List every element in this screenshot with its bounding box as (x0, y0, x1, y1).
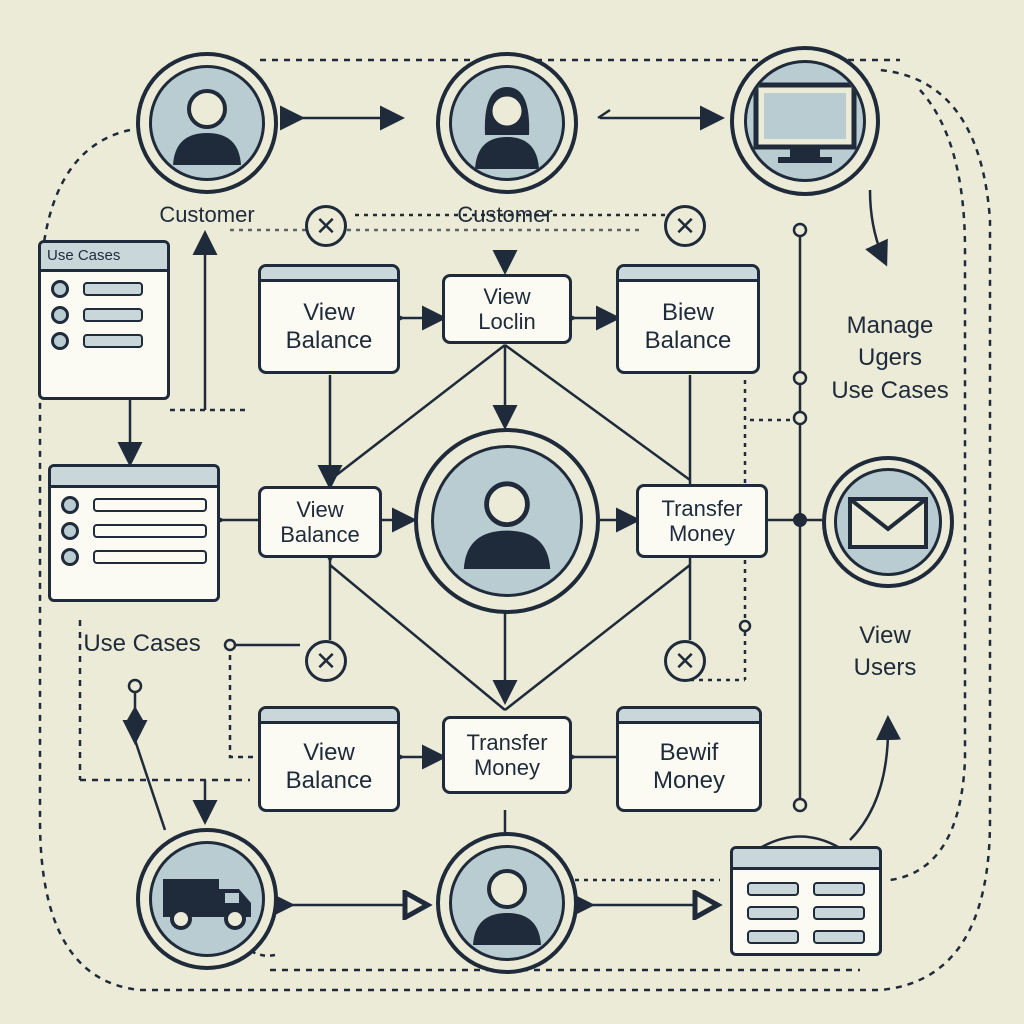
manage-users-label: Manage Ugers Use Cases (820, 310, 960, 407)
person-icon (173, 89, 241, 165)
panel-row[interactable] (61, 548, 207, 566)
radio-icon (51, 280, 69, 298)
label-line: Ugers (857, 344, 923, 372)
person-female-icon (475, 87, 539, 169)
use-cases-panel[interactable]: Use Cases (38, 240, 170, 400)
panel-row[interactable] (61, 522, 207, 540)
box-line-2: Money (668, 521, 736, 546)
close-icon: ✕ (674, 645, 696, 676)
radio-icon (61, 496, 79, 514)
radio-icon (61, 522, 79, 540)
box-line-1: View (303, 738, 355, 766)
box-line-2: Balance (280, 522, 360, 547)
box-line-1: View (483, 283, 531, 309)
x-badge-bottom-right[interactable]: ✕ (664, 640, 706, 682)
customer-label-center: Customer (457, 202, 553, 227)
monitor-node[interactable] (730, 46, 880, 196)
x-badge-top-right[interactable]: ✕ (664, 205, 706, 247)
panel-row[interactable] (51, 306, 157, 324)
truck-node[interactable] (136, 828, 278, 970)
box-line-2: Loclin (478, 309, 536, 334)
envelope-icon (847, 496, 928, 549)
box-line-1: Transfer (466, 729, 548, 755)
bottom-user-node[interactable] (436, 832, 578, 974)
box-line-2: Balance (285, 326, 373, 354)
window-panel-bottom-right[interactable] (730, 846, 882, 956)
x-badge-bottom-left[interactable]: ✕ (305, 640, 347, 682)
panel-row[interactable] (51, 332, 157, 350)
x-badge-top-left[interactable]: ✕ (305, 205, 347, 247)
close-icon: ✕ (315, 645, 337, 676)
use-cases-label: Use Cases (83, 630, 201, 657)
truck-icon (163, 879, 251, 930)
close-icon: ✕ (315, 210, 337, 241)
radio-icon (51, 332, 69, 350)
center-user-node[interactable] (414, 428, 600, 614)
panel-row[interactable] (51, 280, 157, 298)
label-line: Manage (846, 312, 934, 339)
use-cases-panel-title: Use Cases (41, 243, 167, 272)
person-icon (473, 869, 541, 945)
view-users-label: View Users (820, 620, 950, 685)
radio-icon (61, 548, 79, 566)
box-line-1: Transfer (661, 495, 743, 521)
monitor-icon (753, 82, 857, 163)
box-line-2: Money (473, 755, 541, 780)
person-icon (463, 481, 551, 569)
customer-actor-male[interactable] (136, 52, 278, 194)
email-node[interactable] (822, 456, 954, 588)
window-panel-left[interactable] (48, 464, 220, 602)
label-line: View (859, 622, 911, 649)
box-line-1: Biew (661, 298, 714, 326)
close-icon: ✕ (674, 210, 696, 241)
customer-actor-female[interactable] (436, 52, 578, 194)
box-line-2: Balance (285, 766, 373, 794)
customer-label-left: Customer (159, 202, 255, 227)
box-line-2: Balance (644, 326, 732, 354)
box-line-1: View (296, 496, 344, 522)
box-line-1: View (303, 298, 355, 326)
panel-row[interactable] (61, 496, 207, 514)
label-line: Use Cases (831, 376, 949, 404)
box-line-1: Bewif (659, 738, 719, 766)
label-line: Users (853, 654, 917, 682)
radio-icon (51, 306, 69, 324)
box-line-2: Money (652, 766, 726, 794)
